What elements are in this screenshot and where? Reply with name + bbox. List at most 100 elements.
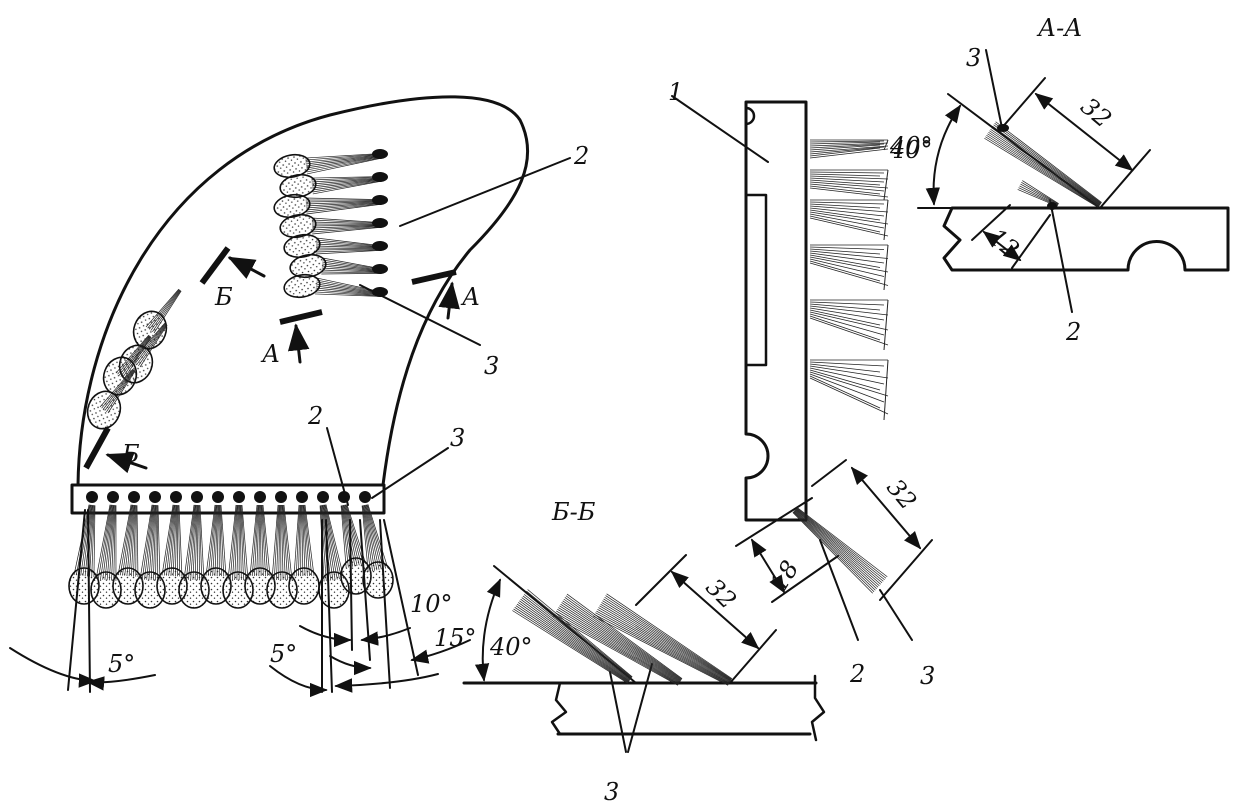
bottom-tuft-bristle (251, 504, 259, 577)
bottom-tuft-bristle (95, 504, 111, 580)
aa-tuft-bristle (988, 131, 1100, 206)
upper-tuft-bristle (312, 227, 381, 235)
bottom-tuft-bristle (262, 504, 271, 577)
upper-tuft-bristle (305, 200, 380, 203)
side-tuft-bristle (809, 256, 889, 273)
aa-tuft-bristle (995, 121, 1102, 203)
bottom-tuft-bristle (249, 504, 258, 577)
diag-tuft-bristle (792, 512, 873, 594)
bb-dim-32-line (670, 570, 760, 650)
dim-32-aa: 32 (1075, 92, 1116, 133)
cut-arrow-a-left (287, 323, 310, 364)
angle-line-b (87, 509, 91, 693)
side-tuft-bristle (809, 311, 889, 331)
aa-tuft-bristle (984, 137, 1099, 208)
bottom-tuft-bristle (146, 504, 155, 580)
side-tuft-bristle (809, 262, 889, 286)
aa-tuft-bristle (994, 122, 1102, 204)
bottom-tuft-root (275, 491, 287, 503)
bb-leader-3a (609, 671, 627, 753)
upper-tuft-bristle (315, 250, 380, 255)
bottom-tuft-bristle (364, 505, 378, 571)
section-aa: А-А 40° 32 12 3 2 (889, 14, 1230, 346)
bottom-tuft-bristle (229, 504, 238, 580)
bottom-tuft-bristle (124, 504, 134, 576)
upper-tuft-bristle (312, 179, 381, 189)
side-tuft-bristle (809, 144, 881, 151)
bottom-tuft-bristle (219, 505, 222, 577)
bb-ext-2 (729, 629, 777, 684)
bottom-tuft-bristle (174, 505, 178, 577)
side-tuft-bristle (809, 317, 889, 346)
side-tuft-fans (809, 139, 889, 421)
label-2-upper: 2 (573, 142, 589, 170)
side-tuft-bristle (809, 217, 889, 237)
upper-tuft-bristle (312, 180, 381, 193)
bottom-tuft-bristle (82, 504, 93, 576)
bottom-tuft-bristle (190, 504, 197, 580)
upper-tuft-bristle (315, 248, 380, 251)
bottom-tuft-bristle (104, 504, 114, 580)
side-tuft-bristle (809, 146, 885, 155)
bottom-tuft-bristle (345, 504, 362, 566)
diag-tuft-bristle (794, 509, 881, 585)
aa-tuft-bristle (992, 125, 1101, 205)
bottom-tuft-bristle (281, 504, 286, 580)
upper-tuft-bristle (306, 202, 381, 211)
diag-ext-4 (879, 539, 933, 601)
dim-32-bb: 32 (700, 573, 741, 614)
side-tuft-bristle (809, 254, 881, 268)
side-tuft-bristle (809, 203, 881, 209)
left-tuft-head (86, 390, 122, 430)
aa-tuft-bristle (991, 127, 1101, 205)
aa-leader-2 (1049, 199, 1073, 313)
upper-tuft-bristle (315, 285, 381, 295)
aa-tuft-bristle (989, 130, 1101, 206)
upper-tuft-bristle (322, 263, 381, 271)
upper-tuft-bristle (306, 156, 381, 171)
bb-tuft-bristle (521, 597, 631, 680)
bottom-tuft-bristle (341, 505, 349, 568)
angle-arc-10-a (299, 625, 352, 648)
bb-tuft-bristle (604, 596, 732, 680)
bottom-tuft-root (233, 491, 245, 503)
label-3-lower: 3 (450, 424, 465, 452)
bottom-tuft-bristle (185, 504, 196, 580)
aa-angle-arc (925, 104, 962, 206)
bottom-tuft-bristle (89, 505, 95, 577)
cut-label-b-upper: Б (214, 283, 233, 311)
bb-break-left (550, 681, 568, 736)
bottom-tuft-root (128, 491, 140, 503)
side-tuft-bristle (809, 183, 885, 192)
upper-tuft-bristle (312, 225, 381, 231)
bottom-tuft-bristle (276, 505, 280, 581)
bottom-tuft-bristle (219, 505, 225, 577)
cut-mark-a-right (411, 269, 457, 285)
bottom-tuft-row (68, 491, 394, 609)
side-tuft-bristle (809, 250, 889, 259)
upper-tuft-bristle (311, 178, 380, 185)
angle-line-h (383, 519, 419, 676)
cut-arrow-a-right (438, 281, 460, 320)
side-tuft-bristle (809, 142, 889, 147)
bottom-tuft-bristle (126, 504, 135, 576)
side-tuft-bristle (809, 305, 889, 316)
bottom-tuft-bristle (283, 504, 293, 580)
bottom-tuft-bristle (166, 504, 175, 576)
bottom-tuft-root (254, 491, 266, 503)
upper-tuft-bristle (305, 154, 380, 163)
diag-tuft-bristle (796, 508, 885, 581)
bb-ext-1 (635, 554, 687, 606)
bb-tuft-bristle (523, 594, 632, 679)
side-tuft-bristle (809, 365, 889, 379)
bottom-tuft-bristle (365, 504, 382, 570)
bottom-tuft-bristle (100, 504, 112, 580)
side-tuft-tip (883, 299, 889, 351)
side-tuft-tip (883, 199, 889, 241)
bb-tuft-bristle (559, 605, 681, 683)
bb-tuft-bristle (603, 598, 732, 681)
side-tuft-bristle (809, 252, 885, 264)
bottom-tuft-bristle (91, 505, 95, 577)
side-tuft-bristle (809, 143, 885, 149)
